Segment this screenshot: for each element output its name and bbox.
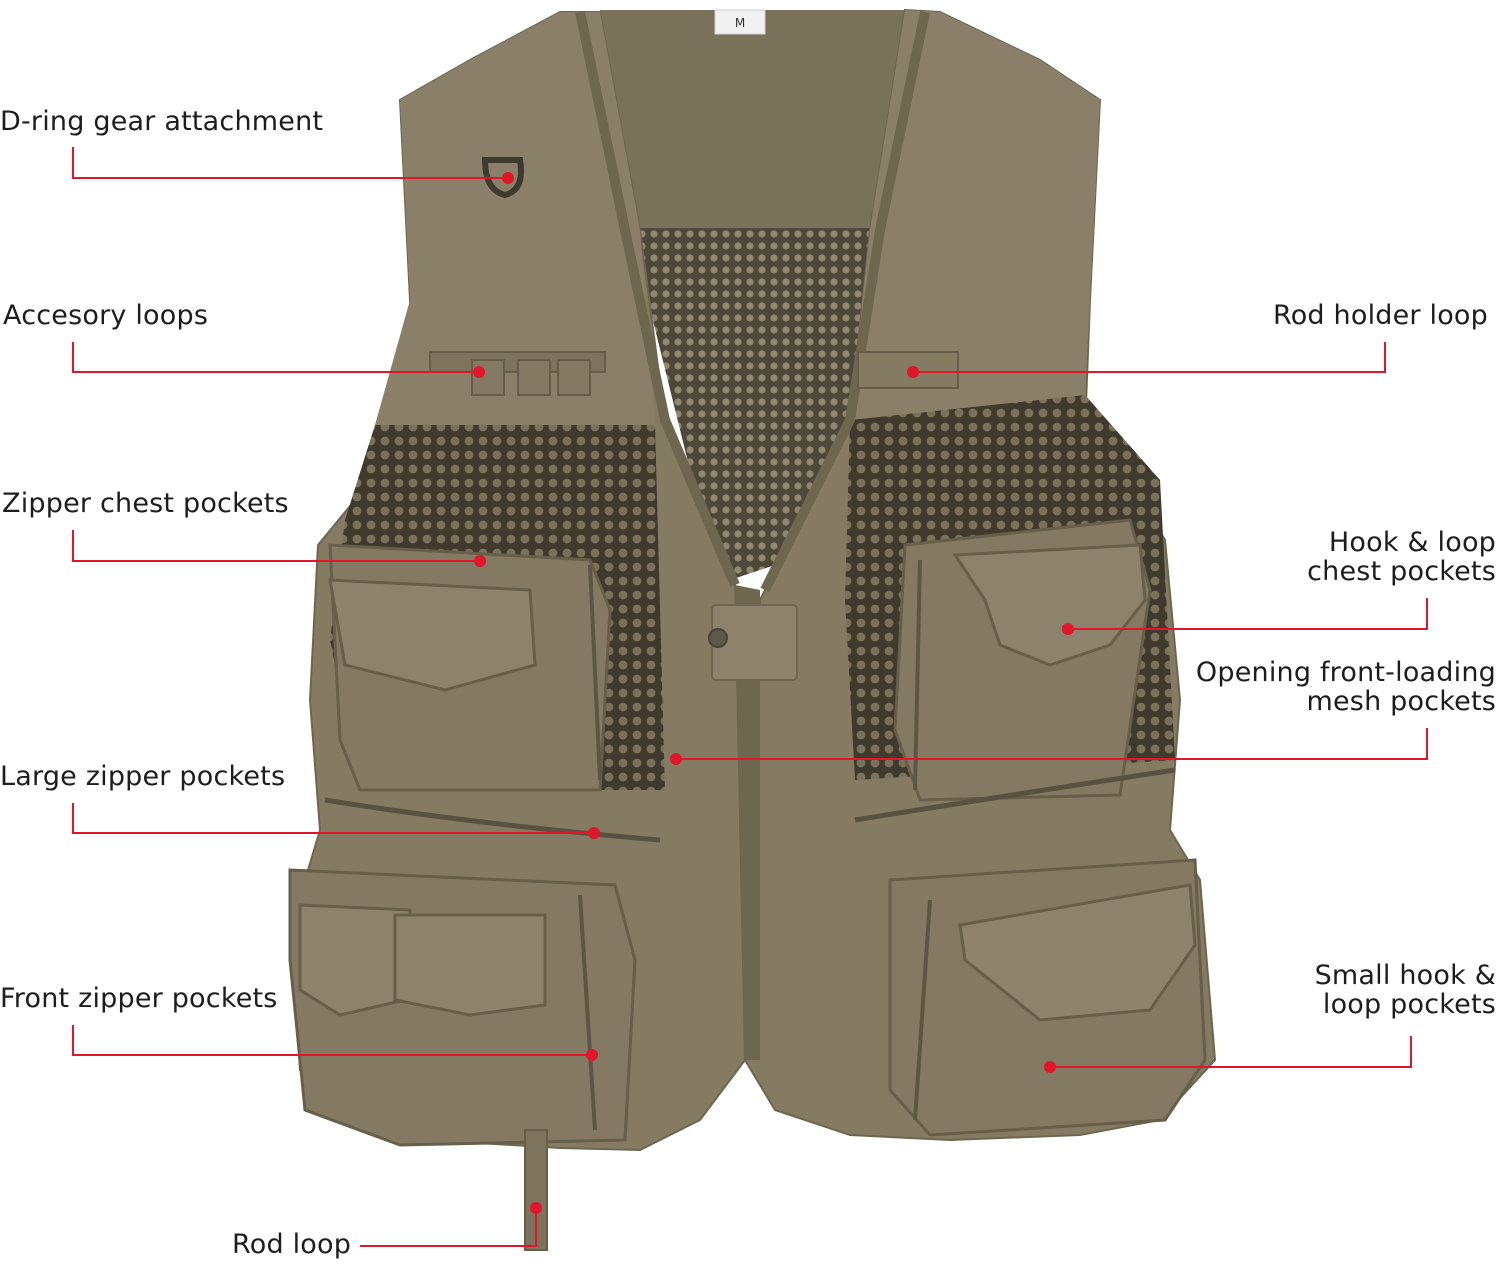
label-d-ring: D-ring gear attachment — [0, 106, 324, 137]
label-small-hook-line1: Small hook & — [1314, 960, 1496, 991]
rod-loop-strap — [524, 1129, 548, 1251]
leader-rod-holder — [913, 342, 1386, 373]
left-front-pocket-flap-1 — [298, 903, 412, 1017]
label-mesh-pockets-line2: mesh pockets — [1306, 686, 1496, 717]
size-tag-text: M — [735, 16, 745, 30]
snap-button — [708, 628, 728, 648]
right-front-pocket-flap — [958, 883, 1197, 1022]
callout-dot-d-ring — [502, 172, 514, 184]
label-zipper-chest-pockets: Zipper chest pockets — [2, 488, 289, 519]
pocket-zipper-line — [913, 899, 932, 1121]
label-small-hook-line2: loop pockets — [1322, 989, 1496, 1020]
label-accessory-loops: Accesory loops — [3, 300, 209, 331]
leader-front-zipper — [72, 1025, 592, 1056]
pocket-zipper-line — [578, 894, 597, 1131]
vest-back-panel — [590, 10, 905, 230]
label-hook-loop-chest-line2: chest pockets — [1307, 556, 1496, 587]
callout-dot-zipper-chest — [474, 555, 486, 567]
leader-accessory-loops — [72, 342, 479, 373]
leader-rod-loop — [360, 1208, 537, 1247]
leader-small-hook — [1050, 1036, 1412, 1068]
callout-dot-rod-holder — [907, 366, 919, 378]
callout-dot-small-hook — [1044, 1061, 1056, 1073]
label-large-zipper-pockets: Large zipper pockets — [0, 761, 286, 792]
size-tag — [714, 9, 766, 35]
accessory-loop — [517, 359, 551, 396]
leader-large-zipper — [72, 803, 594, 834]
left-yoke — [375, 12, 655, 425]
label-front-zipper-pockets: Front zipper pockets — [0, 983, 278, 1014]
leader-zipper-chest — [72, 530, 480, 562]
left-chest-pocket-flap — [328, 578, 537, 692]
right-yoke — [850, 10, 1100, 420]
callout-dot-front-zipper — [586, 1049, 598, 1061]
pocket-zipper-line — [913, 559, 922, 791]
label-rod-holder-loop: Rod holder loop — [1272, 300, 1488, 331]
label-rod-loop: Rod loop — [232, 1229, 352, 1260]
right-chest-pocket-flap — [952, 543, 1147, 667]
leader-hook-loop-chest — [1068, 598, 1428, 630]
accessory-loop — [557, 359, 591, 396]
right-large-zipper — [854, 767, 1176, 823]
right-collar-trim — [760, 10, 930, 593]
left-front-pocket-flap-2 — [393, 913, 547, 1017]
callout-dot-mesh-pockets — [670, 753, 682, 765]
leader-d-ring — [72, 147, 508, 179]
callout-dot-accessory-loops — [473, 366, 485, 378]
center-placket — [735, 585, 760, 1060]
leader-mesh-pockets — [676, 728, 1428, 760]
label-hook-loop-chest-line1: Hook & loop — [1328, 527, 1496, 558]
callout-dot-hook-loop-chest — [1062, 623, 1074, 635]
callout-dot-rod-loop — [530, 1202, 542, 1214]
label-mesh-pockets-line1: Opening front-loading — [1195, 657, 1496, 688]
callout-dot-large-zipper — [588, 827, 600, 839]
left-large-zipper — [324, 797, 661, 843]
left-collar-trim — [575, 10, 740, 587]
d-ring — [481, 157, 524, 199]
pocket-zipper-line — [588, 564, 602, 781]
